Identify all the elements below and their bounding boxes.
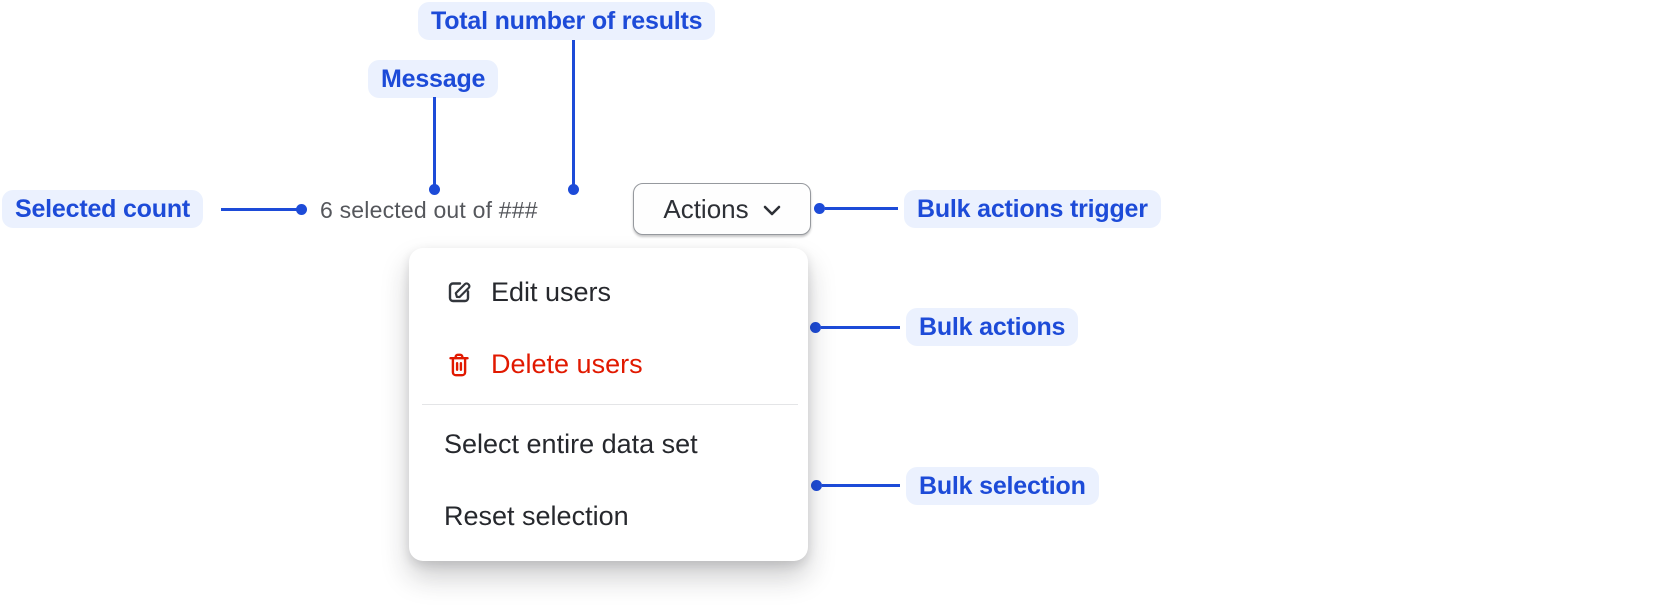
annotation-bulk-actions: Bulk actions <box>906 308 1079 346</box>
connector-line-bulk-selection <box>822 484 900 487</box>
annotation-selected-count: Selected count <box>2 190 204 228</box>
connector-dot-bulk-actions <box>810 322 821 333</box>
menu-item-label: Select entire data set <box>444 428 698 459</box>
selection-message: 6 selected out of ### <box>320 197 538 223</box>
menu-item-delete-users[interactable]: Delete users <box>409 328 808 400</box>
connector-dot-total-results <box>568 184 579 195</box>
menu-item-label: Edit users <box>491 276 612 307</box>
edit-icon <box>444 277 474 307</box>
chevron-down-icon <box>763 205 781 216</box>
connector-dot-bulk-actions-trigger <box>814 203 825 214</box>
actions-button-label: Actions <box>663 193 749 224</box>
menu-item-label: Delete users <box>491 349 643 380</box>
menu-item-select-entire-data-set[interactable]: Select entire data set <box>409 408 808 480</box>
trash-icon <box>444 350 474 380</box>
connector-dot-selected-count <box>296 204 307 215</box>
annotation-message: Message <box>368 60 499 98</box>
annotation-total-results: Total number of results <box>418 2 716 40</box>
annotation-bulk-actions-trigger: Bulk actions trigger <box>904 190 1161 228</box>
connector-line-bulk-actions-trigger <box>825 207 898 210</box>
bulk-actions-menu: Edit users Delete users Select entire da… <box>409 248 808 561</box>
connector-line-selected-count <box>221 208 298 211</box>
menu-item-reset-selection[interactable]: Reset selection <box>409 481 808 553</box>
connector-line-message <box>433 97 436 185</box>
connector-line-bulk-actions <box>821 326 900 329</box>
bulk-actions-trigger-button[interactable]: Actions <box>633 183 811 235</box>
menu-item-label: Reset selection <box>444 501 629 532</box>
connector-dot-bulk-selection <box>811 480 822 491</box>
connector-line-total-results <box>572 40 575 185</box>
annotation-bulk-selection: Bulk selection <box>906 467 1099 505</box>
menu-divider <box>422 403 798 406</box>
menu-item-edit-users[interactable]: Edit users <box>409 256 808 328</box>
connector-dot-message <box>429 184 440 195</box>
